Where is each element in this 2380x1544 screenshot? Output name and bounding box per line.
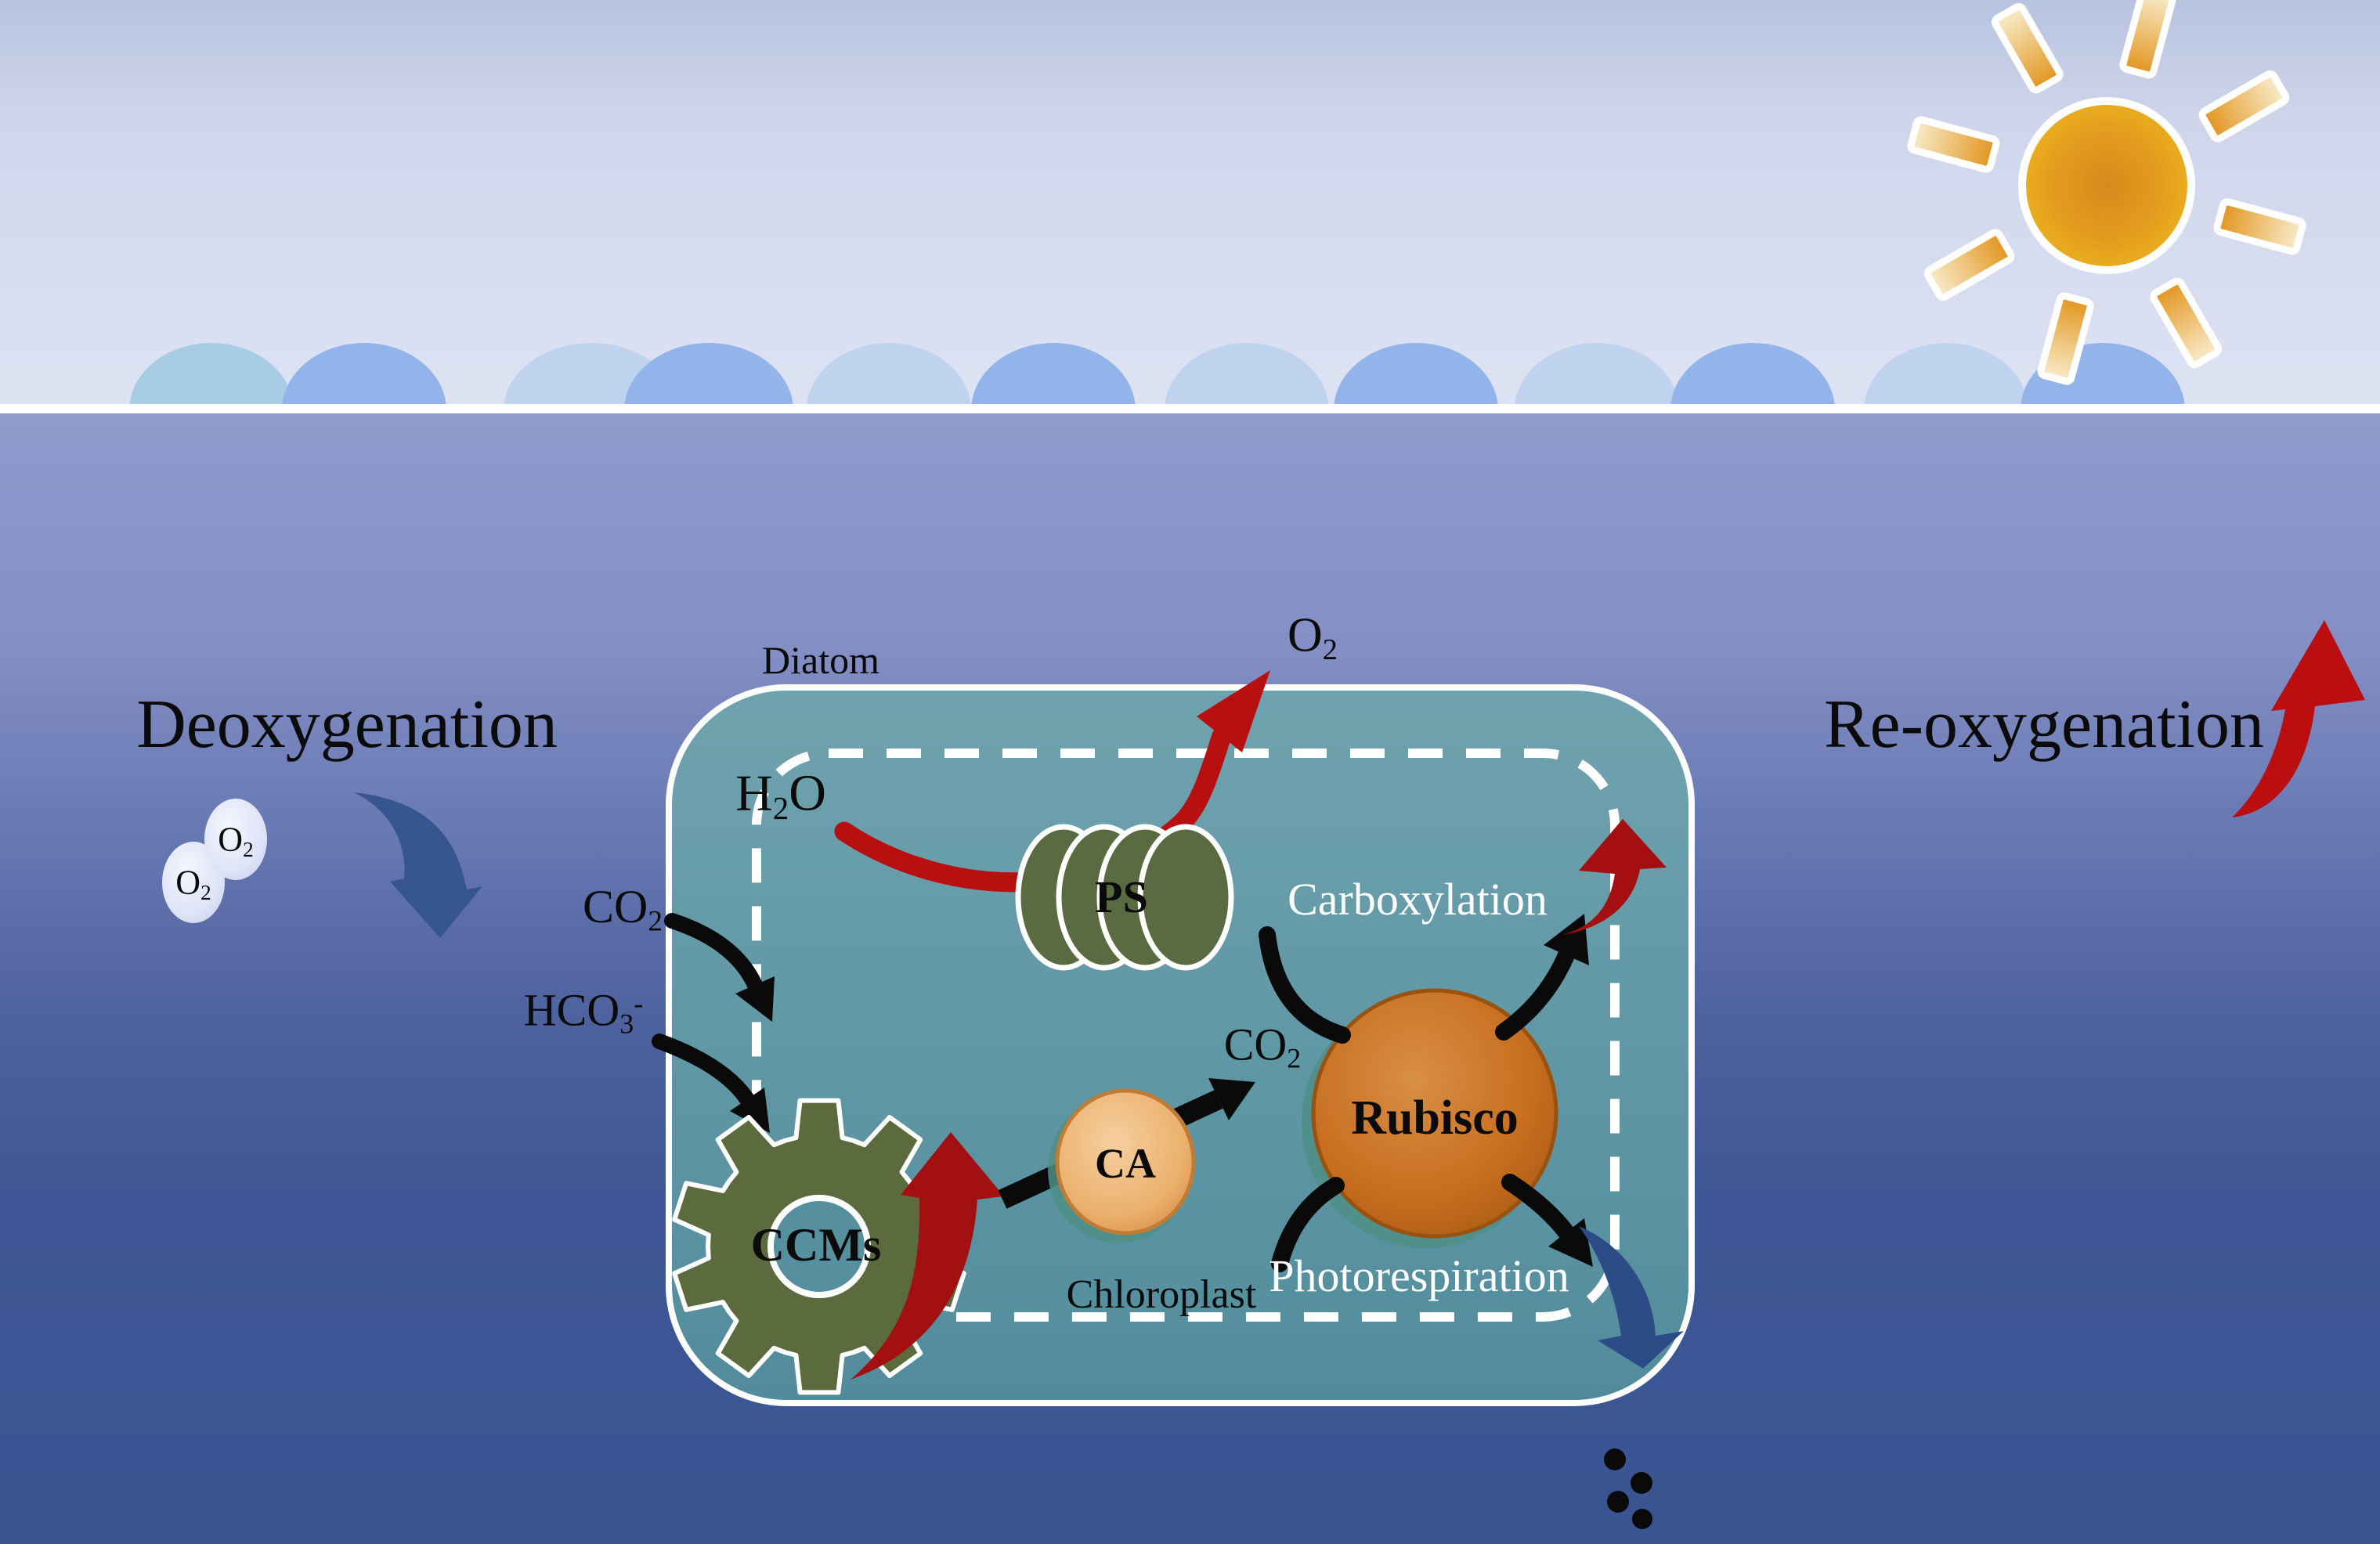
carboxylation-label: Carboxylation (1288, 874, 1548, 925)
rubisco-label: Rubisco (1351, 1091, 1519, 1145)
photorespiration-down-arrow (1579, 1226, 1684, 1369)
ccms-gear-icon (672, 1098, 966, 1395)
o2-bubble (204, 799, 267, 880)
ccms-up-arrow (851, 1132, 1004, 1380)
deoxygenation-down-arrow (354, 792, 482, 938)
h2o-label: H2O (735, 764, 826, 826)
ps-label: PS (1095, 871, 1148, 922)
rubisco-circle (1302, 988, 1558, 1248)
surface-o2-label: O2 (1288, 608, 1338, 667)
thylakoid-stack-icon (1015, 824, 1234, 971)
ca-label: CA (1095, 1140, 1156, 1187)
hco3-entry-arrow (652, 1034, 770, 1133)
sinking-particles (1604, 1448, 1652, 1529)
reoxygenation-label: Re-oxygenation (1823, 687, 2265, 763)
rubisco-co2-input-arc (1259, 926, 1351, 1044)
ccms-label: CCMs (750, 1219, 882, 1271)
carboxylation-up-arrow (1562, 819, 1667, 935)
sky (0, 0, 2380, 415)
diatom-label: Diatom (762, 638, 879, 682)
deoxygenation-label: Deoxygenation (136, 687, 558, 763)
chloroplast-membrane (752, 749, 1620, 1322)
o2-bubble-label: O2 (218, 820, 254, 862)
water-surface-line (0, 404, 2380, 413)
internal-co2-label: CO2 (1223, 1019, 1302, 1074)
photorespiration-label: Photorespiration (1269, 1250, 1569, 1301)
external-hco3-label: HCO3- (523, 984, 644, 1040)
reoxygenation-up-arrow (2232, 620, 2365, 817)
photorespiration-input-arc (1271, 1177, 1345, 1272)
carboxylation-output-arrow (1495, 914, 1589, 1041)
sun-icon (1907, 0, 2306, 385)
ca-circle (1048, 1088, 1196, 1243)
external-co2-label: CO2 (583, 881, 663, 938)
o2-bubble-label: O2 (175, 863, 211, 905)
chloroplast-label: Chloroplast (1066, 1272, 1257, 1317)
co2-entry-arrow (664, 913, 775, 1022)
photorespiration-output-arrow (1501, 1174, 1593, 1267)
o2-bubble (162, 842, 225, 923)
